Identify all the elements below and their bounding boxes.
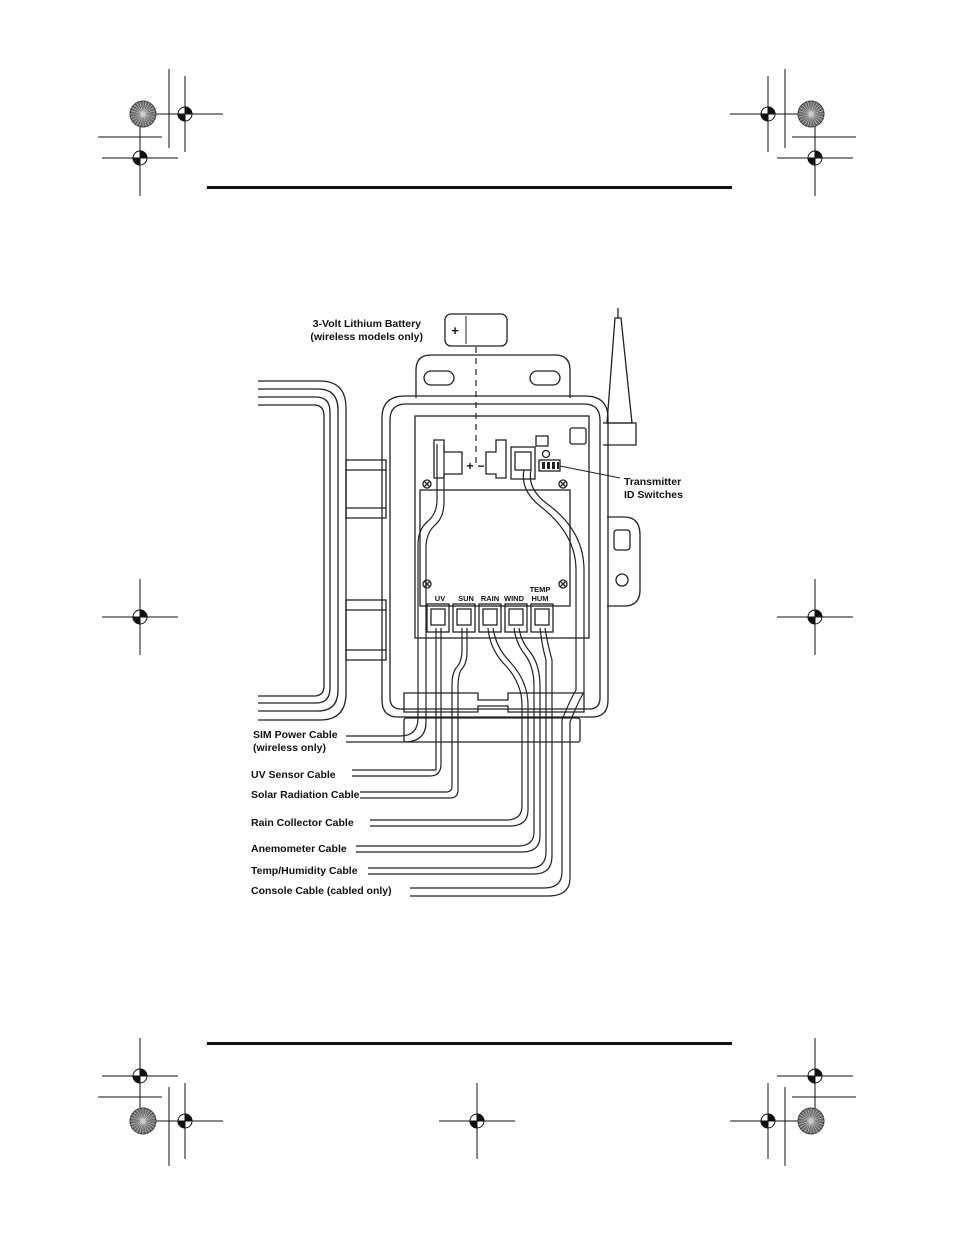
footer-rule	[207, 1042, 732, 1045]
crosshair-mark	[777, 1038, 853, 1114]
battery-label: 3-Volt Lithium Battery	[313, 318, 421, 330]
crosshair-mark	[777, 579, 853, 655]
port-label-uv: UV	[435, 594, 445, 603]
port-label-rain: RAIN	[481, 594, 499, 603]
enclosure-lid	[258, 380, 387, 721]
label-sim-power-note: (wireless only)	[253, 742, 326, 754]
crosshair-mark	[730, 76, 806, 152]
crosshair-mark	[147, 1083, 223, 1159]
port-label-temp: TEMP	[530, 585, 551, 594]
crosshair-mark	[102, 1038, 178, 1114]
battery-minus: −	[477, 459, 484, 473]
label-console-cable: Console Cable (cabled only)	[251, 885, 392, 897]
crosshair-mark	[439, 1083, 515, 1159]
label-sim-power-cable: SIM Power Cable	[253, 729, 338, 741]
label-rain-collector-cable: Rain Collector Cable	[251, 817, 354, 829]
starburst-mark	[129, 1107, 157, 1135]
cables	[346, 444, 585, 897]
starburst-mark	[129, 100, 157, 128]
antenna-icon	[603, 308, 637, 446]
label-temp-humidity-cable: Temp/Humidity Cable	[251, 865, 358, 877]
mounting-bracket	[415, 354, 641, 607]
battery-plus: +	[466, 459, 473, 473]
label-uv-sensor-cable: UV Sensor Cable	[251, 769, 336, 781]
crosshair-mark	[730, 1083, 806, 1159]
label-id-switches: ID Switches	[624, 489, 683, 501]
svg-text:+: +	[451, 323, 459, 338]
crosshair-mark	[102, 579, 178, 655]
starburst-mark	[797, 1107, 825, 1135]
port-label-hum: HUM	[531, 594, 548, 603]
port-label-wind: WIND	[504, 594, 525, 603]
registration-marks	[98, 69, 856, 1166]
label-solar-radiation-cable: Solar Radiation Cable	[251, 789, 360, 801]
port-label-sun: SUN	[458, 594, 474, 603]
battery-icon: +	[444, 313, 508, 468]
crosshair-mark	[777, 120, 853, 196]
enclosure-body	[381, 395, 621, 743]
label-anemometer-cable: Anemometer Cable	[251, 843, 347, 855]
battery-label-note: (wireless models only)	[310, 331, 423, 343]
crosshair-mark	[147, 76, 223, 152]
sensor-jacks	[426, 603, 554, 633]
starburst-mark	[797, 100, 825, 128]
label-transmitter: Transmitter	[624, 476, 681, 488]
crosshair-mark	[102, 120, 178, 196]
header-rule	[207, 186, 732, 189]
